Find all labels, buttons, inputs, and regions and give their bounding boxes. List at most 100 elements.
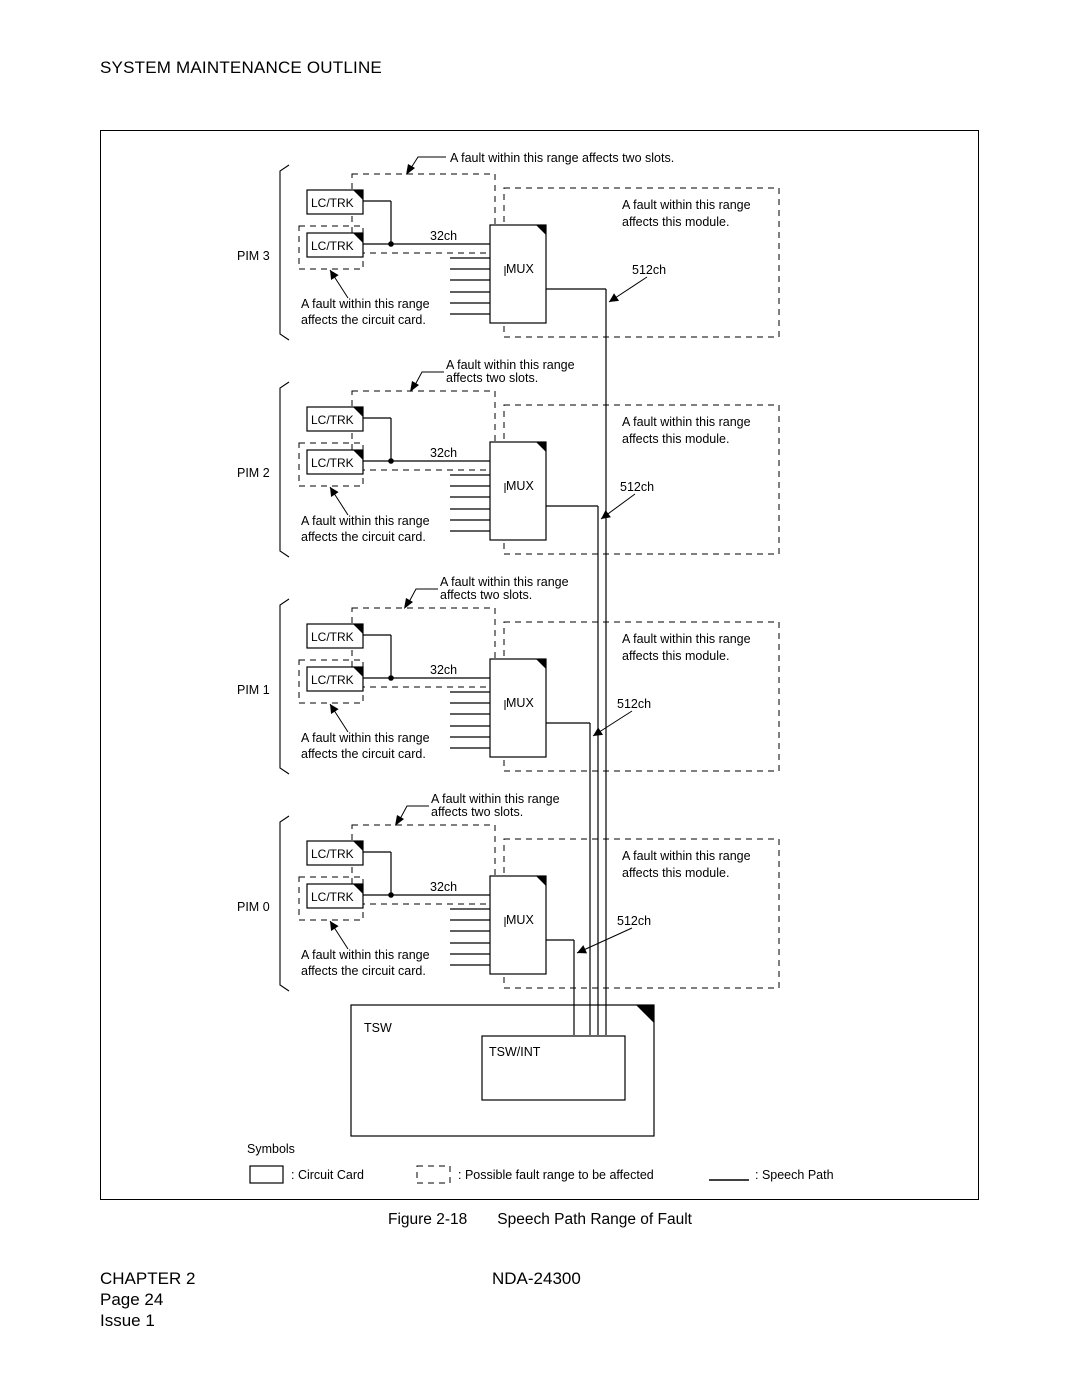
pim1-two-slots-text-1: A fault within this range	[440, 575, 569, 589]
pim3-mux-label: MUX	[506, 262, 534, 276]
pim1-brace	[279, 598, 290, 775]
pim3-mux-corner	[536, 225, 546, 235]
pim0-card-text-1: A fault within this range	[301, 948, 430, 962]
pim3-lctrk-card-1	[306, 189, 364, 215]
pim2-two-slots-range	[351, 390, 496, 471]
footer-chapter: CHAPTER 2	[100, 1269, 196, 1288]
tsw-label: TSW	[364, 1021, 392, 1035]
pim0-brace	[279, 815, 290, 992]
pim0-card-text-2: affects the circuit card.	[301, 964, 426, 978]
pim0-two-slots-text-1: A fault within this range	[431, 792, 560, 806]
pim1-two-slots-text-2: affects two slots.	[440, 588, 532, 602]
pim3-card-arrow-head	[330, 270, 339, 281]
pim0-512ch-arrow-line	[576, 927, 633, 954]
pim3-two-slots-leader	[410, 156, 446, 169]
pim0-mux-label: MUX	[506, 913, 534, 927]
pim3-lctrk-card-2	[306, 232, 364, 258]
pim2-lctrk-card-1	[306, 406, 364, 432]
legend-circuit-card-text: : Circuit Card	[291, 1168, 364, 1182]
tsw-card	[350, 1004, 655, 1137]
pim1-mux-corner	[536, 659, 546, 669]
tsw-int-label: TSW/INT	[489, 1045, 541, 1059]
pim1-card-arrow-head	[330, 704, 339, 715]
figure-number: Figure 2-18	[387, 1211, 468, 1228]
legend-speech-path-text: : Speech Path	[755, 1168, 834, 1182]
pim0-card-arrow-head	[330, 921, 339, 932]
pim3-512ch-label: 512ch	[632, 263, 666, 277]
pim0-lctrk-card-2	[306, 883, 364, 909]
tsw-corner-large	[636, 1005, 654, 1023]
pim1-lctrk-card-2	[306, 666, 364, 692]
pim1-32ch-label: 32ch	[430, 663, 457, 677]
pim3-junction-dot	[388, 241, 394, 247]
pim1-lctrk-card-2-corner	[353, 667, 363, 677]
pim2-label: PIM 2	[237, 466, 270, 480]
pim0-lctrk-label-2: LC/TRK	[311, 890, 354, 904]
pim3-card-text-2: affects the circuit card.	[301, 313, 426, 327]
pim2-512ch-label: 512ch	[620, 480, 654, 494]
pim2-module-text-1: A fault within this range	[622, 415, 751, 429]
pim3-module-text-2: affects this module.	[622, 215, 729, 229]
pim2-lctrk-label-1: LC/TRK	[311, 413, 354, 427]
pim0-junction-dot	[388, 892, 394, 898]
pim3-card-range	[298, 225, 364, 270]
pim0-lctrk-card-2-corner	[353, 884, 363, 894]
legend-fault-range-symbol	[416, 1165, 451, 1184]
footer-issue: Issue 1	[100, 1311, 155, 1330]
pim0-module-text-1: A fault within this range	[622, 849, 751, 863]
pim2-two-slots-text-1: A fault within this range	[446, 358, 575, 372]
pim0-mux-card	[489, 875, 547, 975]
pim1-512ch-arrow-head	[593, 727, 604, 736]
pim1-lctrk-card-1	[306, 623, 364, 649]
pim1-module-text-2: affects this module.	[622, 649, 729, 663]
pim1-card-text-1: A fault within this range	[301, 731, 430, 745]
pim2-lctrk-card-2	[306, 449, 364, 475]
pim0-module-text-2: affects this module.	[622, 866, 729, 880]
pim0-mux-corner	[536, 876, 546, 886]
pim3-module-text-1: A fault within this range	[622, 198, 751, 212]
pim1-lctrk-card-1-corner	[353, 624, 363, 634]
pim0-lctrk-card-1-corner	[353, 841, 363, 851]
pim3-brace	[279, 164, 290, 341]
pim3-lctrk-card-1-corner	[353, 190, 363, 200]
pim2-lctrk-card-1-corner	[353, 407, 363, 417]
legend-fault-range-text: : Possible fault range to be affected	[458, 1168, 654, 1182]
pim1-two-slots-range	[351, 607, 496, 688]
pim3-card-text-1: A fault within this range	[301, 297, 430, 311]
pim2-brace	[279, 381, 290, 558]
pim3-label: PIM 3	[237, 249, 270, 263]
pim0-lctrk-card-1	[306, 840, 364, 866]
pim3-two-slots-text: A fault within this range affects two sl…	[450, 151, 674, 165]
pim3-lctrk-card-2-corner	[353, 233, 363, 243]
pim1-card-range	[298, 659, 364, 704]
legend-circuit-card-symbol	[249, 1165, 284, 1184]
pim2-card-arrow-head	[330, 487, 339, 498]
footer-left: CHAPTER 2 Page 24 Issue 1	[100, 1268, 195, 1331]
pim2-card-text-1: A fault within this range	[301, 514, 430, 528]
pim3-32ch-label: 32ch	[430, 229, 457, 243]
pim1-card-text-2: affects the circuit card.	[301, 747, 426, 761]
pim2-mux-label: MUX	[506, 479, 534, 493]
pim3-mux-card	[489, 224, 547, 324]
pim2-two-slots-leader	[414, 371, 444, 386]
pim1-two-slots-head	[404, 598, 413, 609]
pim0-two-slots-range	[351, 824, 496, 905]
pim2-card-text-2: affects the circuit card.	[301, 530, 426, 544]
tsw-int-card	[481, 1035, 626, 1101]
pim2-32ch-label: 32ch	[430, 446, 457, 460]
pim1-512ch-label: 512ch	[617, 697, 651, 711]
pim0-512ch-arrow-head	[577, 945, 588, 954]
pim2-two-slots-head	[410, 381, 419, 392]
pim3-lctrk-label-1: LC/TRK	[311, 196, 354, 210]
pim2-mux-card	[489, 441, 547, 541]
pim0-two-slots-head	[395, 815, 404, 826]
pim2-mux-corner	[536, 442, 546, 452]
pim0-two-slots-leader	[399, 805, 429, 820]
pim3-two-slots-head	[406, 164, 415, 175]
page-header: SYSTEM MAINTENANCE OUTLINE	[100, 58, 382, 77]
pim2-512ch-arrow-head	[601, 510, 611, 519]
pim1-two-slots-leader	[408, 588, 438, 603]
pim3-two-slots-range	[351, 173, 496, 254]
pim2-card-range	[298, 442, 364, 487]
